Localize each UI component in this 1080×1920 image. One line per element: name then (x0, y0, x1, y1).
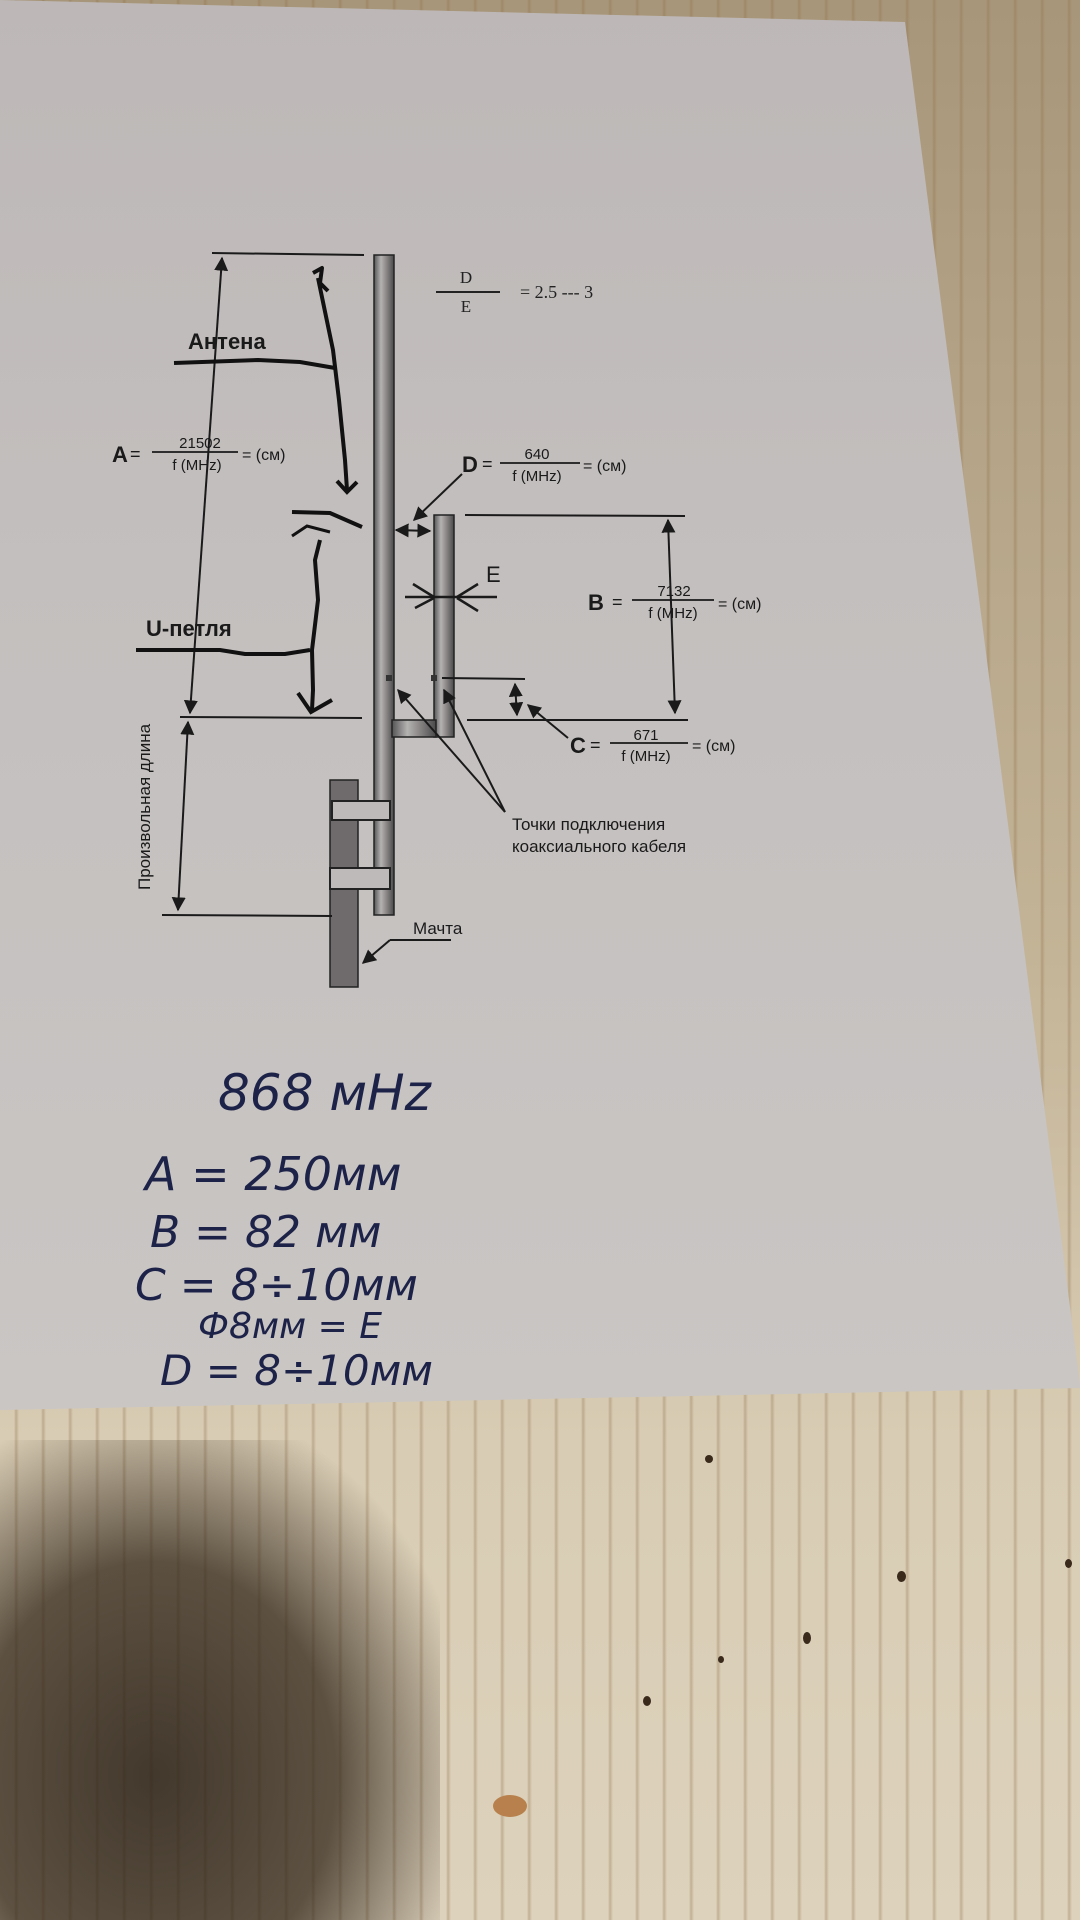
svg-text:7132: 7132 (657, 583, 690, 600)
svg-text:D: D (462, 452, 478, 477)
handwritten-b: B = 82 мм (150, 1207, 381, 1258)
handwritten-c: C = 8÷10мм (135, 1260, 418, 1311)
svg-text:A: A (112, 442, 128, 467)
arbitrary-length-label: Произвольная длина (135, 723, 154, 890)
svg-text:C: C (570, 733, 586, 758)
handwritten-frequency: 868 мHz (218, 1064, 433, 1122)
mast-clamp (331, 800, 391, 821)
connection-points-label-1: Точки подключения (512, 815, 665, 834)
svg-text:671: 671 (633, 727, 658, 744)
wood-knot (705, 1455, 713, 1463)
svg-text:=: = (130, 444, 141, 464)
handwritten-e: Ф8мм = E (198, 1306, 382, 1347)
svg-text:= (см): = (см) (718, 596, 761, 613)
radiator-pipe (373, 254, 395, 916)
ratio-denominator: E (461, 297, 471, 316)
svg-text:f (MHz): f (MHz) (512, 468, 561, 485)
e-label: E (486, 562, 501, 587)
mast-clamp (329, 867, 391, 890)
handwritten-d: D = 8÷10мм (160, 1346, 433, 1395)
formula-c: C = 671 f (MHz) = (см) (570, 727, 735, 765)
svg-text:= (см): = (см) (242, 447, 285, 464)
svg-text:=: = (482, 454, 493, 474)
wood-knot (1065, 1559, 1072, 1568)
wood-knot (803, 1632, 811, 1644)
handwritten-notes: 868 мHz A = 250мм B = 82 мм C = 8÷10мм Ф… (135, 1064, 433, 1395)
wood-knot (718, 1656, 724, 1663)
svg-text:B: B (588, 590, 604, 615)
svg-text:f (MHz): f (MHz) (172, 457, 221, 474)
ratio-numerator: D (460, 268, 472, 287)
wood-knot (493, 1795, 527, 1817)
handwritten-a: A = 250мм (142, 1147, 401, 1201)
svg-text:21502: 21502 (179, 435, 221, 452)
u-loop-label: U-петля (146, 616, 232, 641)
svg-text:f (MHz): f (MHz) (648, 605, 697, 622)
u-loop-bridge (391, 719, 437, 738)
formula-d: D = 640 f (MHz) = (см) (462, 446, 626, 485)
svg-text:=: = (612, 592, 623, 612)
hand-shadow (0, 1440, 440, 1920)
connection-points-label-2: коаксиального кабеля (512, 837, 686, 856)
formula-a: A = 21502 f (MHz) = (см) (112, 435, 285, 474)
svg-text:= (см): = (см) (583, 458, 626, 475)
wood-knot (897, 1571, 906, 1582)
svg-text:=: = (590, 735, 601, 755)
ratio-value: = 2.5 --- 3 (520, 282, 593, 302)
mast-label: Мачта (413, 919, 463, 938)
u-loop-pipe (433, 514, 455, 738)
svg-text:= (см): = (см) (692, 738, 735, 755)
antenna-label: Антена (188, 329, 266, 354)
svg-text:f (MHz): f (MHz) (621, 748, 670, 765)
wood-knot (643, 1696, 651, 1706)
svg-text:640: 640 (524, 446, 549, 463)
formula-b: B = 7132 f (MHz) = (см) (588, 583, 761, 622)
